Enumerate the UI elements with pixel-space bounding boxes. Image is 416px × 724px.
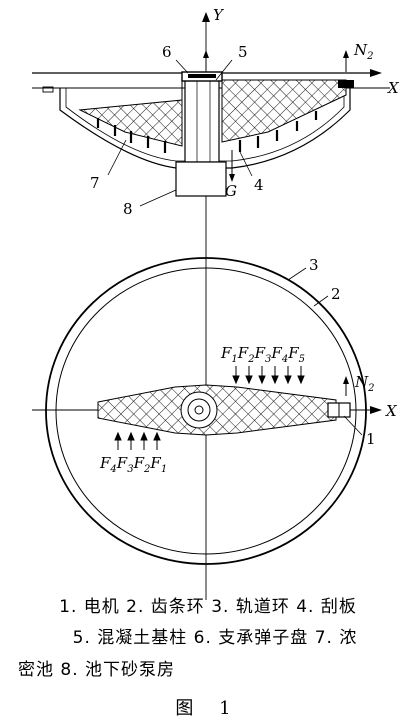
force-labels-top: F1F2F3F4F5	[220, 344, 305, 365]
g-label: G	[225, 182, 237, 200]
figure-caption: 图 1	[175, 698, 241, 719]
legend-line-3: 密池 8. 池下砂泵房	[18, 660, 176, 680]
x-axis-bottom-label: X	[385, 402, 398, 420]
n2-top-label: N2	[353, 41, 374, 62]
scraper-blades-left	[96, 118, 167, 153]
pump-house	[175, 161, 227, 197]
legend-line-1: 1. 电机 2. 齿条环 3. 轨道环 4. 刮板	[59, 597, 357, 617]
callout-3: 3	[309, 256, 319, 274]
left-fixture	[42, 86, 54, 93]
callout-5: 5	[238, 43, 248, 61]
force-labels-bottom: F4F3F2F1	[99, 454, 167, 475]
callout-2: 2	[331, 285, 341, 303]
callout-8: 8	[123, 200, 133, 218]
y-axis-arrow	[202, 12, 210, 22]
motor-top-view-side	[338, 80, 354, 88]
rack-ring	[45, 257, 367, 565]
track-ring	[55, 267, 357, 555]
plan-view: X N2 F1F2F3F4F5	[32, 256, 398, 565]
concrete-column	[184, 79, 220, 163]
force-arrows-down	[232, 366, 305, 385]
callout-6: 6	[162, 43, 172, 61]
callout-1: 1	[366, 430, 376, 448]
x-axis-top-arrow	[370, 69, 382, 77]
x-axis-top-label: X	[387, 79, 400, 97]
callout-4: 4	[254, 176, 264, 194]
callout-7: 7	[90, 174, 100, 192]
scraper-blades-right	[238, 111, 318, 152]
force-arrows-up	[114, 431, 161, 450]
n2-plan-label: N2	[354, 373, 375, 394]
y-axis-label: Y	[213, 6, 225, 24]
legend-line-2: 5. 混凝土基柱 6. 支承弹子盘 7. 浓	[72, 628, 358, 648]
section-view: Y X	[32, 6, 400, 600]
scraper-truss-right	[221, 79, 347, 143]
x-axis-bottom-arrow	[370, 406, 382, 414]
scraper-truss-left	[78, 80, 183, 147]
